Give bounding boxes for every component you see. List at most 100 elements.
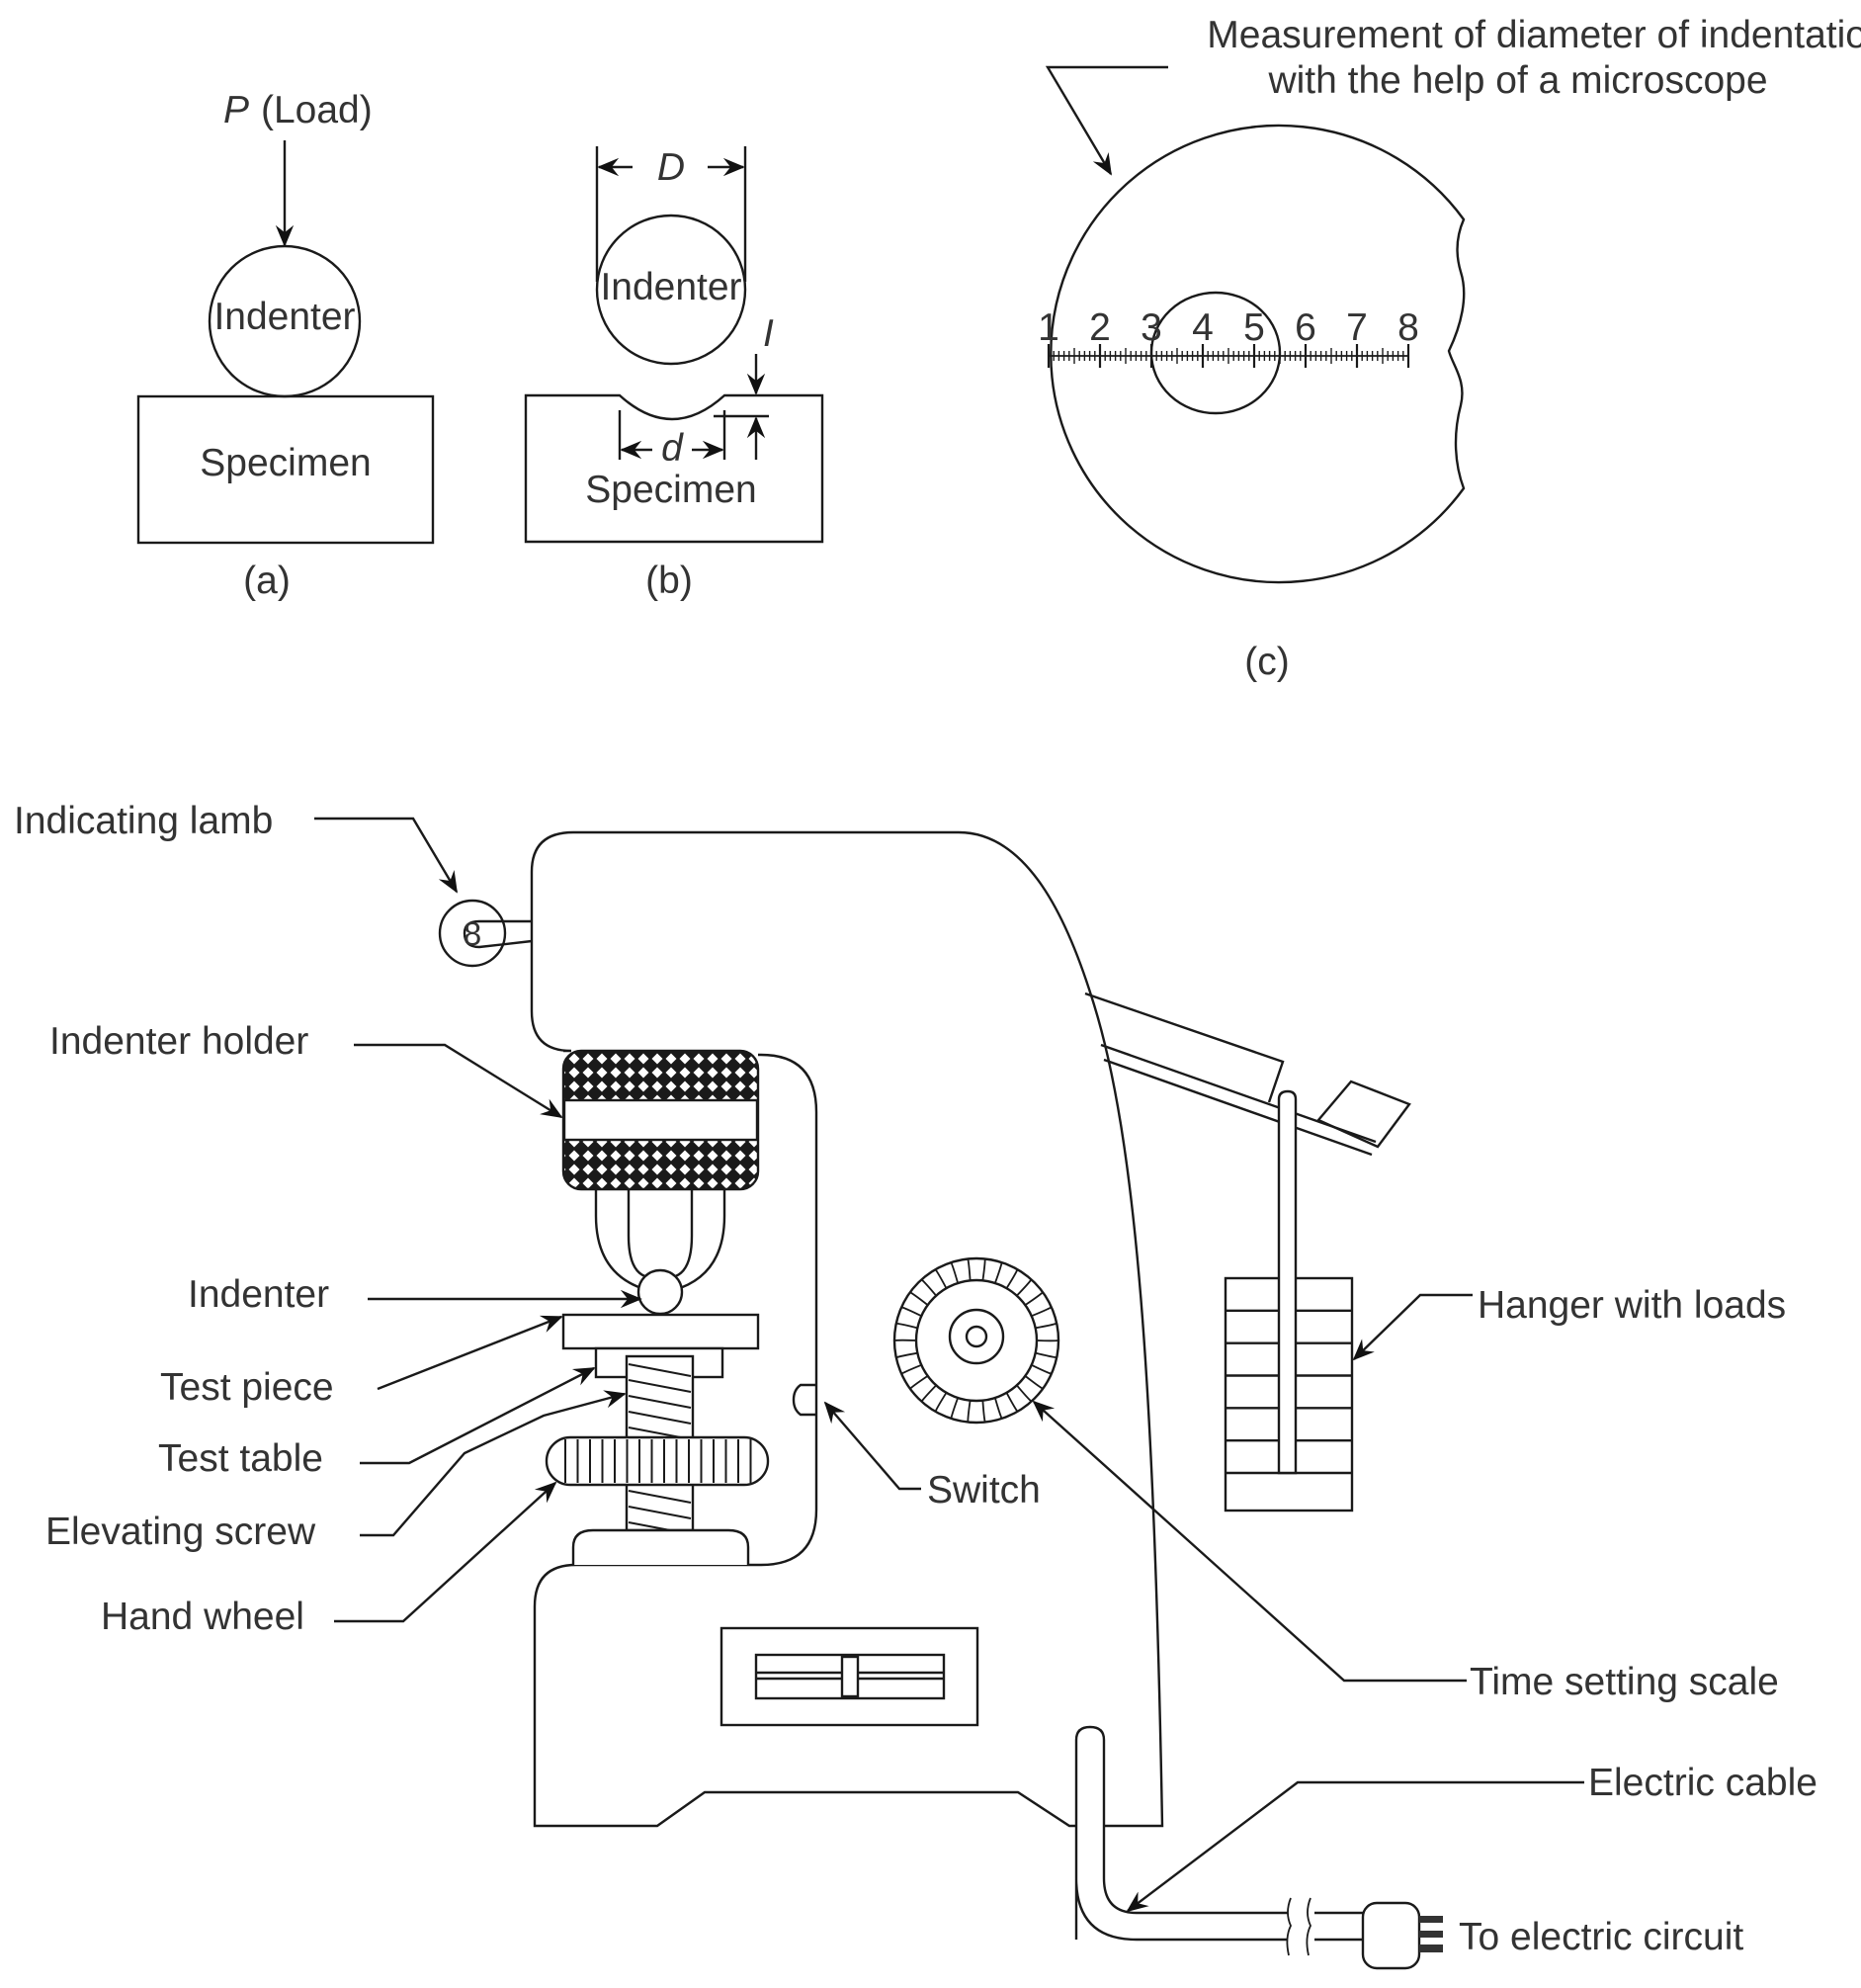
label-test-table: Test table: [158, 1437, 323, 1480]
holder-band: [562, 1098, 759, 1142]
ball-diameter-symbol: D: [657, 146, 685, 189]
screw-thread: [628, 1379, 692, 1393]
plug-prong-2: [1419, 1931, 1443, 1938]
screw-thread: [628, 1506, 692, 1519]
dial-serration: [1005, 1268, 1019, 1289]
holder-fork: [594, 1189, 726, 1292]
electric-cable: [1074, 1725, 1443, 1970]
scale-number: 3: [1141, 306, 1162, 349]
indenter-ball-b: [595, 214, 747, 366]
label-indenter-holder: Indenter holder: [49, 1020, 308, 1063]
lever-bottom: [1103, 1058, 1373, 1157]
label-indenter: Indenter: [188, 1273, 329, 1316]
dial-serration: [909, 1291, 929, 1306]
label-elevating-screw: Elevating screw: [45, 1511, 316, 1553]
label-hanger-with-loads: Hanger with loads: [1478, 1284, 1786, 1327]
leader-elevating-screw: [360, 1390, 627, 1537]
dial-serration: [920, 1278, 937, 1297]
hand-wheel-ribs: [564, 1439, 752, 1483]
label-test-piece: Test piece: [160, 1366, 334, 1409]
figure-c: Measurement of diameter of indentation w…: [1038, 14, 1861, 683]
leader-hanger: [1352, 1293, 1473, 1361]
scale-number: 5: [1243, 306, 1265, 349]
load-label: (Load): [261, 89, 373, 131]
dial-serration: [1016, 1384, 1033, 1403]
specimen-label-b: Specimen: [585, 469, 756, 511]
cable-break-marks: [1286, 1897, 1311, 1956]
dial-serration: [895, 1351, 918, 1359]
callout-leaders: [314, 817, 1584, 1913]
dial-serration: [900, 1363, 922, 1375]
dial-center: [965, 1325, 988, 1348]
scale-number: 4: [1192, 306, 1214, 349]
leader-indicating-lamp: [314, 817, 459, 894]
dial-hub: [948, 1308, 1005, 1365]
dial-serration: [950, 1397, 959, 1420]
hand-wheel-body: [545, 1435, 770, 1487]
dial-serrations: [893, 1258, 1059, 1423]
microscope-title-line1: Measurement of diameter of indentation: [1207, 14, 1861, 56]
plug-prong-1: [1419, 1916, 1443, 1923]
cable-body: [1074, 1725, 1288, 1942]
dial-serration: [967, 1400, 972, 1423]
dial-serration: [1005, 1392, 1019, 1413]
indenter-label-a: Indenter: [213, 296, 355, 338]
dial-serration: [993, 1397, 1003, 1420]
label-hand-wheel: Hand wheel: [101, 1596, 304, 1638]
specimen-b-with-indentation: [524, 393, 824, 544]
control-panel: [719, 1626, 979, 1727]
hand-wheel: [545, 1435, 770, 1487]
leader-time-setting-scale: [1032, 1400, 1467, 1683]
load-symbol: P: [223, 89, 249, 131]
caption-b: (b): [645, 560, 693, 602]
indenter-holder: [561, 1049, 760, 1316]
caption-c: (c): [1244, 641, 1289, 683]
dial-serration: [981, 1258, 986, 1281]
panel-frame: [719, 1626, 979, 1727]
microscope-title-line2: with the help of a microscope: [1267, 59, 1767, 102]
machine-frame: [530, 830, 1164, 1828]
indent-diameter-symbol: d: [661, 427, 684, 470]
dial-serration: [1035, 1351, 1057, 1359]
scale-number: 7: [1346, 306, 1368, 349]
dial-serration: [900, 1306, 922, 1317]
screw-base: [571, 1528, 750, 1565]
scale-number: 1: [1038, 306, 1059, 349]
specimen-a: [136, 394, 435, 545]
leader-electric-cable: [1126, 1780, 1584, 1913]
label-switch: Switch: [927, 1469, 1041, 1512]
dial-serration: [1016, 1278, 1033, 1297]
leader-test-table: [360, 1366, 596, 1465]
dial-inner-rim: [914, 1278, 1039, 1403]
indenter-ball: [636, 1268, 684, 1316]
screw-thread: [628, 1363, 692, 1377]
leader-switch: [823, 1401, 921, 1491]
label-time-setting-scale: Time setting scale: [1470, 1661, 1779, 1703]
lamp-filament-icon: 8: [464, 915, 481, 952]
callout-labels: Indicating lamb Indenter holder Indenter…: [14, 800, 1818, 1958]
dial-serration: [1035, 1322, 1057, 1330]
indicating-lamp: 8: [438, 899, 533, 968]
time-setting-dial: [892, 1256, 1060, 1425]
plug-body: [1361, 1901, 1421, 1970]
screw-thread: [628, 1490, 692, 1504]
leader-indenter-holder: [354, 1043, 563, 1119]
dial-serration: [1024, 1375, 1044, 1390]
test-piece: [561, 1313, 760, 1350]
hanger-rod: [1277, 1089, 1298, 1475]
slider-track: [754, 1653, 946, 1700]
dial-serration: [934, 1392, 948, 1413]
label-to-electric-circuit: To electric circuit: [1459, 1916, 1743, 1958]
screw-thread: [628, 1395, 692, 1409]
figure-a: P (Load) Indenter Specimen (a): [136, 89, 435, 602]
hanger-with-loads: [1224, 1089, 1354, 1513]
specimen-label-a: Specimen: [200, 442, 371, 484]
slider-knob: [840, 1655, 860, 1698]
indenter-label-b: Indenter: [600, 266, 741, 308]
dial-serration: [967, 1258, 972, 1281]
hardness-testing-machine: 8: [14, 800, 1818, 1970]
screw-thread: [628, 1411, 692, 1425]
load-lever: [1084, 992, 1411, 1157]
